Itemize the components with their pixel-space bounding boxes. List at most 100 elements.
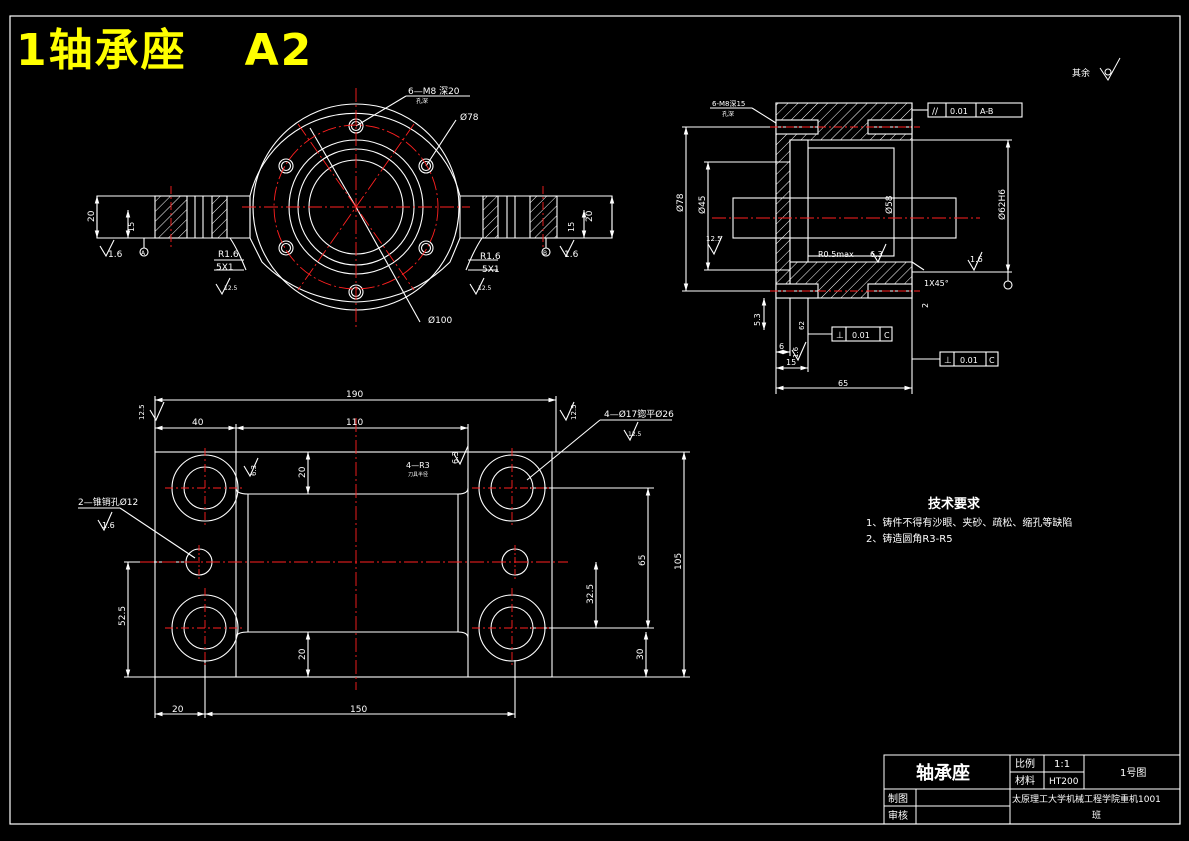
tv-pin-rough: 1.6 (102, 521, 115, 530)
fv-rough-note-right: 12.5 (478, 285, 492, 292)
fv-base-ht-left: 15 (127, 222, 136, 232)
technical-requirements: 技术要求 1、铸件不得有沙眼、夹砂、疏松、缩孔等缺陷 2、铸造圆角R3-R5 (866, 496, 1072, 545)
sv-dia-62: Ø62H6 (997, 189, 1008, 220)
fv-rough-left: 1.6 (108, 250, 123, 260)
tv-fillet-sub: 刀具半径 (408, 471, 428, 478)
drawing-border (9, 15, 1181, 825)
sheet-size: A2 (244, 25, 314, 76)
tv-dim-110: 110 (346, 418, 363, 428)
sv-dia-78: Ø78 (675, 193, 686, 212)
tv-hole-note: 4—Ø17锪平Ø26 (604, 408, 674, 420)
sv-tol-top-sym: // (932, 107, 939, 117)
sv-hole-note: 6-M8深15 (712, 99, 745, 108)
fv-base-ht-right: 15 (567, 222, 576, 232)
sv-hole-subnote: 孔深 (722, 110, 734, 118)
sv-tol-mid-value: 0.01 (852, 331, 870, 340)
tb-material-label: 材料 (1015, 774, 1035, 787)
tv-dim-65: 65 (638, 555, 648, 566)
front-view-labels: 6—M8 深20 孔深 Ø78 Ø100 20 20 15 15 R1.6 R1… (87, 86, 595, 326)
fv-datum-a: A (141, 250, 146, 257)
part-name-title: 轴承座 (48, 25, 187, 76)
sheet-title: 1轴承座 A2 (16, 14, 313, 78)
tech-req-title: 技术要求 (928, 496, 981, 512)
front-view (94, 95, 615, 323)
sv-tol-low-datum: C (989, 356, 995, 365)
tb-class-suffix: 班 (1092, 809, 1101, 821)
tv-dim-52: 52.5 (118, 606, 128, 626)
tv-hole-rough: 12.5 (628, 431, 642, 438)
front-view-centerlines (170, 88, 544, 330)
top-view (78, 396, 690, 718)
sv-dim-65: 65 (838, 379, 848, 388)
sv-rough-16: 1.6 (970, 255, 983, 264)
tv-dim-20-inner-top: 20 (298, 466, 308, 478)
section-view-centerlines (712, 126, 980, 292)
tb-scale-label: 比例 (1015, 757, 1035, 770)
sv-gap-2: 2 (921, 303, 930, 308)
sv-dim-5: 5.3 (753, 313, 762, 326)
sv-rough-bottom: 1.6 (792, 346, 800, 358)
fv-outer-dia: Ø100 (428, 315, 453, 326)
tech-req-item-2: 2、铸造圆角R3-R5 (866, 532, 953, 545)
tb-scale-value: 1:1 (1054, 759, 1070, 770)
tb-material-value: HT200 (1049, 777, 1079, 787)
title-block (883, 754, 1181, 825)
tv-dim-190: 190 (346, 390, 363, 400)
sv-tol-mid-datum: C (884, 331, 890, 340)
sv-rough-12: 12.5 (706, 235, 722, 243)
title-block-text: 轴承座 比例 1:1 材料 HT200 1号图 制图 审核 太原理工大学机械工程… (888, 757, 1161, 822)
tv-dim-30: 30 (636, 648, 646, 660)
sv-dia-45: Ø45 (697, 195, 708, 214)
sv-chamfer: 1X45° (924, 279, 949, 288)
tv-dim-20-bottom: 20 (172, 705, 184, 715)
tv-rough-right: 12.5 (570, 404, 578, 420)
sv-tol-top-datum: A-B (980, 107, 993, 116)
fv-hole-subnote: 孔深 (416, 97, 428, 105)
sv-fillet: R0.5max (818, 250, 854, 259)
tb-school: 太原理工大学机械工程学院重机1001 (1012, 793, 1161, 805)
tv-dim-150: 150 (350, 705, 367, 715)
tb-drawing-no: 1号图 (1120, 767, 1146, 779)
section-view-labels: 6-M8深15 孔深 Ø78 Ø45 Ø58 Ø62H6 12.5 R0.5ma… (675, 99, 1008, 388)
part-number: 1 (16, 25, 49, 76)
fv-chamfer-left: 5X1 (216, 263, 234, 273)
tv-rough-inner: 6.3 (250, 465, 258, 476)
general-roughness: 其余 (1072, 57, 1121, 81)
tv-fillet-note: 4—R3 (406, 461, 430, 470)
fv-height-right: 20 (585, 210, 595, 222)
tb-part-name: 轴承座 (916, 762, 970, 784)
sv-tol-top-value: 0.01 (950, 107, 968, 116)
fv-datum-b: B (543, 250, 547, 257)
tv-rough-63: 6.3 (451, 451, 460, 464)
sv-dim-62: 62 (798, 321, 806, 330)
top-view-labels: 190 40 110 20 150 105 65 32.5 52.5 20 20… (78, 390, 684, 715)
sv-rough-6: 6.3 (870, 250, 883, 259)
tb-drawn-by: 制图 (888, 792, 908, 805)
fv-rough-right: 1.6 (564, 250, 579, 260)
fv-height-left: 20 (87, 210, 97, 222)
fv-radius-right: R1.6 (480, 252, 501, 262)
fv-hole-note: 6—M8 深20 (408, 86, 460, 97)
tv-dim-32: 32.5 (586, 584, 596, 604)
sv-dia-58: Ø58 (884, 195, 895, 214)
tv-dim-20-inner-bot: 20 (298, 648, 308, 660)
sv-tol-mid-sym: ⊥ (836, 331, 844, 341)
fv-pcd: Ø78 (460, 112, 479, 123)
tv-dim-40: 40 (192, 418, 204, 428)
sv-tol-low-value: 0.01 (960, 356, 978, 365)
top-view-centerlines (140, 418, 568, 690)
tv-pin-note: 2—锥销孔Ø12 (78, 496, 138, 508)
tech-req-item-1: 1、铸件不得有沙眼、夹砂、疏松、缩孔等缺陷 (866, 516, 1072, 529)
section-view (682, 102, 1023, 394)
tv-rough-left: 12.5 (138, 404, 146, 420)
sv-tol-low-sym: ⊥ (944, 356, 952, 366)
general-roughness-label: 其余 (1072, 67, 1090, 79)
sv-dim-15: 15 (786, 358, 796, 367)
sv-dim-6: 6 (779, 342, 784, 351)
tb-checked-by: 审核 (888, 809, 908, 822)
tv-dim-105: 105 (674, 553, 684, 570)
fv-chamfer-right: 5X1 (482, 265, 500, 275)
fv-radius-left: R1.6 (218, 250, 239, 260)
